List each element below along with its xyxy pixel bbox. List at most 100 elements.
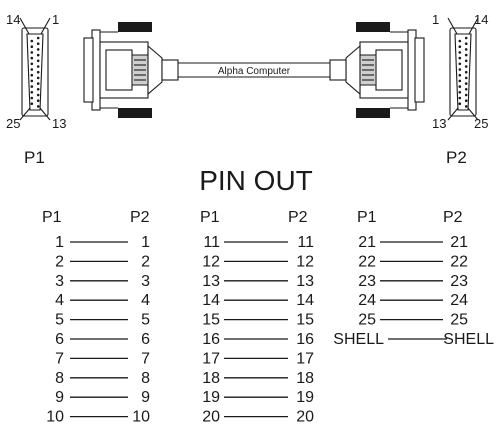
connector-pin [30,39,34,43]
p1-pin-number: 18 [202,370,220,387]
connector-pin [458,51,462,54]
p1-plug-housing [83,22,179,118]
p2-column-header: P2 [288,209,308,226]
connector-pin [36,88,40,91]
p1-pin-number: 25 [358,312,376,329]
connector-pin [36,93,40,97]
p2-pin-number: 9 [141,389,150,406]
connector-pin [464,53,468,57]
connector-pin [464,88,468,91]
p1-column-header: P1 [357,209,377,226]
p2-pin-number: 7 [141,350,150,367]
connector-pin [36,65,40,68]
p1-pin-number: 14 [202,292,220,309]
connector-pin [464,93,468,97]
p1-pin-number: 9 [55,389,64,406]
p2-pin-number: 1 [141,234,150,251]
connector-pin [36,48,40,51]
cable-label: Alpha Computer [218,66,291,77]
p2-pin-14-label: 14 [474,12,488,27]
p2-pin-number: 16 [296,331,314,348]
connector-pin [464,59,468,63]
cable-assembly: Alpha Computer [83,22,425,118]
connector-pin [458,39,462,43]
connector-pin [464,42,468,45]
p1-connector-name: P1 [24,148,45,167]
p1-pin-number: 17 [202,350,220,367]
connector-pin [36,105,40,108]
p2-connector-name: P2 [446,148,467,167]
p2-pin-number: 23 [450,273,468,290]
p2-pin-number: 13 [296,273,314,290]
connector-pin [36,99,40,102]
connector-pin [36,82,40,85]
p2-pin-number: 6 [141,331,150,348]
connector-pin [30,45,34,48]
p1-pin-number: 2 [55,253,64,270]
p2-pin-25-label: 25 [474,116,488,131]
p1-pin-14-label: 14 [6,12,20,27]
connector-pin [464,70,468,74]
connector-pin [30,96,34,100]
connector-pin [30,62,34,66]
connector-pin [458,91,462,94]
p1-connector-face: 14 1 25 13 [6,12,66,131]
connector-pin [30,56,34,60]
connector-pin [36,70,40,74]
p1-pin-number: SHELL [333,331,384,348]
connector-pin [36,59,40,63]
connector-pin [30,51,34,54]
p2-pin-number: 21 [450,234,468,251]
p1-column-header: P1 [200,209,220,226]
connector-pin [36,42,40,45]
connector-pin [464,105,468,108]
p1-pin-number: 6 [55,331,64,348]
p2-column-header: P2 [443,209,463,226]
p2-pin-number: 24 [450,292,468,309]
connector-pin [36,76,40,80]
p1-pin-number: 12 [202,253,220,270]
p2-plug-housing [329,22,425,118]
connector-pin [458,102,462,105]
p1-pin-number: 10 [46,409,64,426]
p2-pin-number: 22 [450,253,468,270]
p2-pin-number: 17 [296,350,314,367]
p1-pin-number: 13 [202,273,220,290]
connector-pin [30,85,34,88]
p2-pin-number: 25 [450,312,468,329]
p2-pin-number: 15 [296,312,314,329]
p1-pin-number: 21 [358,234,376,251]
p1-pin-number: 4 [55,292,64,309]
connector-pin [464,99,468,102]
p2-pin-number: 11 [297,234,314,251]
p1-column-header: P1 [42,209,62,226]
connector-pin [36,53,40,57]
p2-pin-number: 14 [296,292,314,309]
connector-pin [36,36,40,40]
p1-pin-25-label: 25 [6,116,20,131]
p1-pin-grid [30,36,40,108]
connector-pin [30,79,34,83]
p1-pin-number: 5 [55,312,64,329]
p2-pin-number: 18 [296,370,314,387]
connector-pin [464,65,468,68]
connector-pin [464,48,468,51]
connector-pin [464,36,468,40]
p1-pin-number: 24 [358,292,376,309]
connector-pin [30,91,34,94]
connector-pin [30,68,34,71]
p2-pin-13-label: 13 [432,116,446,131]
p2-pin-grid [458,36,468,108]
p2-pin-number: 3 [141,273,150,290]
connector-pin [458,73,462,77]
p2-pin-number: 10 [132,409,150,426]
p2-pin-number: 19 [296,389,314,406]
p2-connector-face: 1 14 13 25 [432,12,488,131]
p2-pin-number: 12 [296,253,314,270]
p1-pin-number: 1 [55,234,64,251]
p1-pin-number: 11 [203,234,220,251]
connector-pin [458,85,462,88]
connector-pin [458,56,462,60]
